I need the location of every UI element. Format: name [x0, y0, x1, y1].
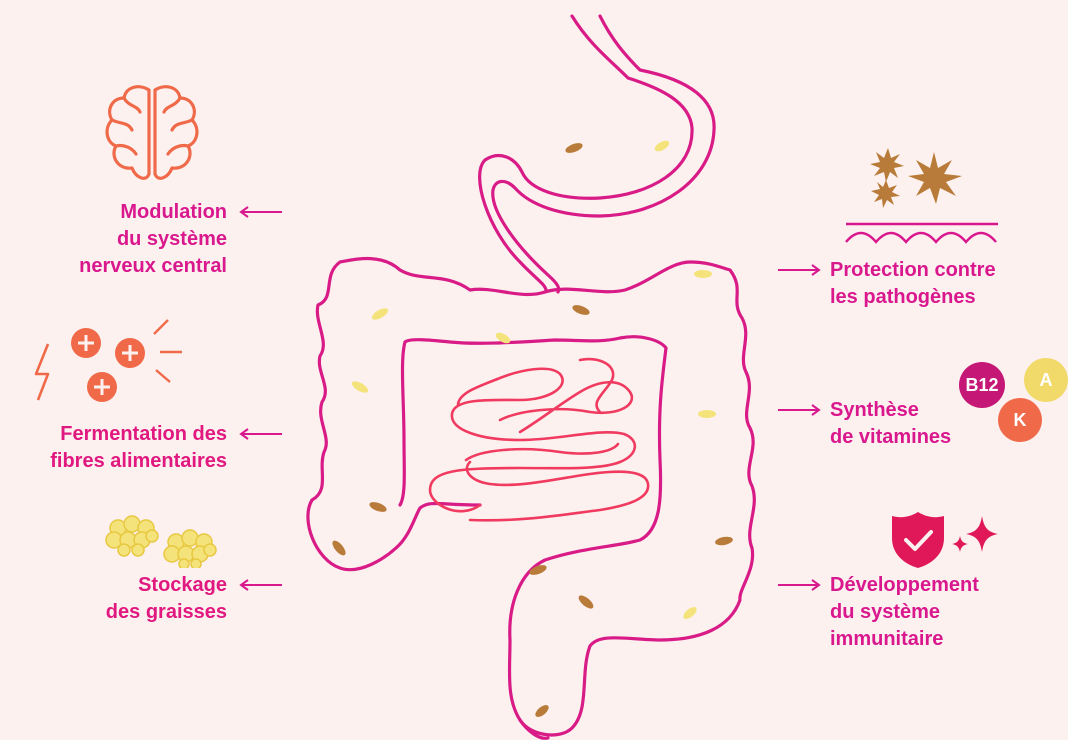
arrow-right-protection [776, 263, 822, 277]
label-line: immunitaire [830, 626, 979, 653]
stomach-outline [493, 16, 714, 292]
fat-cells-icon [104, 514, 224, 568]
label-immune-development: Développement du système immunitaire [830, 572, 979, 653]
vitamin-k-text: K [1014, 410, 1027, 431]
brain-icon [102, 82, 202, 186]
label-fat-storage: Stockage des graisses [106, 572, 227, 626]
shield-check-icon [888, 508, 1000, 570]
label-line: fibres alimentaires [50, 448, 227, 475]
label-line: des graisses [106, 599, 227, 626]
arrow-left-fat [238, 578, 284, 592]
arrow-left-nervous [238, 205, 284, 219]
label-line: Modulation [79, 199, 227, 226]
label-nervous-system: Modulation du système nerveux central [79, 199, 227, 280]
label-line: Synthèse [830, 397, 951, 424]
label-line: de vitamines [830, 424, 951, 451]
label-line: nerveux central [79, 253, 227, 280]
label-line: Fermentation des [50, 421, 227, 448]
label-vitamin-synthesis: Synthèse de vitamines [830, 397, 951, 451]
fermentation-icon [30, 312, 190, 412]
label-line: Protection contre [830, 257, 996, 284]
gut-bacteria [330, 139, 733, 720]
esophagus-outline [480, 16, 692, 290]
vitamin-b12-text: B12 [965, 375, 998, 396]
large-intestine-outer [308, 259, 545, 570]
pathogen-barrier-icon [842, 142, 1002, 250]
arrow-left-fermentation [238, 427, 284, 441]
label-line: du système [79, 226, 227, 253]
arrow-right-vitamins [776, 403, 822, 417]
vitamin-b12-badge: B12 [959, 362, 1005, 408]
label-line: Stockage [106, 572, 227, 599]
label-pathogen-protection: Protection contre les pathogènes [830, 257, 996, 311]
label-line: les pathogènes [830, 284, 996, 311]
small-intestine-coil [430, 359, 648, 520]
vitamin-k-badge: K [998, 398, 1042, 442]
large-intestine-outer-right [400, 262, 754, 735]
arrow-right-immune [776, 578, 822, 592]
label-fermentation: Fermentation des fibres alimentaires [50, 421, 227, 475]
vitamin-a-text: A [1040, 370, 1053, 391]
label-line: Développement [830, 572, 979, 599]
label-line: du système [830, 599, 979, 626]
vitamin-a-badge: A [1024, 358, 1068, 402]
